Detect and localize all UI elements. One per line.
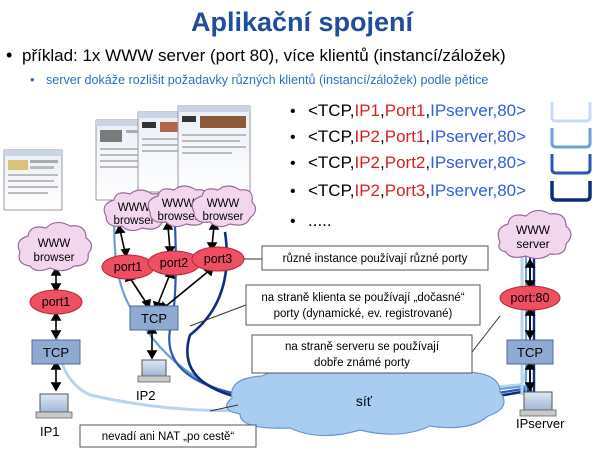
port-1: port1: [101, 254, 155, 280]
port-1-label: port1: [114, 260, 143, 274]
tuple-1-part-2: IP1: [354, 101, 380, 120]
callout-instances: různé instance používají různé porty: [244, 245, 489, 271]
browser-screenshots: [3, 105, 251, 211]
tuple-ellipsis: .....: [308, 211, 332, 230]
callout-server-line1: na straně serveru se používají: [285, 341, 440, 353]
tuple-bullet-4: •: [290, 183, 296, 200]
tuple-4-part-7: ,80>: [492, 181, 526, 200]
tuple-3-part-1: <TCP,: [308, 153, 354, 172]
tuple-4-part-5: ,: [425, 181, 430, 200]
tuple-1-part-4: Port1: [385, 101, 426, 120]
callout-server-line2: dobře známé porty: [314, 357, 410, 369]
tcp-box-ip1: TCP: [31, 339, 81, 365]
tuple-2-part-1: <TCP,: [308, 127, 354, 146]
port-left: port1: [29, 289, 83, 315]
computer-icon-server: [519, 391, 557, 417]
tuple-4-part-4: Port3: [385, 181, 426, 200]
host-label-ip2: IP2: [136, 388, 156, 403]
line-swatch-2: [550, 128, 592, 149]
tcp-box-server-label: TCP: [517, 345, 543, 360]
tuple-1-part-3: ,: [380, 101, 385, 120]
tuple-4-part-1: <TCP,: [308, 181, 354, 200]
callout-instances-text: různé instance používají různé porty: [283, 253, 468, 265]
cloud-server-line1: WWW: [516, 223, 551, 237]
tuple-4-part-2: IP2: [354, 181, 380, 200]
tuple-1-part-1: <TCP,: [308, 101, 354, 120]
tuple-row-3: <TCP,IP2,Port2,IPserver,80>: [308, 153, 526, 172]
tuple-bullet-2: •: [290, 129, 296, 146]
tuple-2-part-5: ,: [425, 127, 430, 146]
tuple-3-part-3: ,: [380, 153, 385, 172]
computer-icon-ip1: [35, 393, 73, 419]
tuple-3-part-2: IP2: [354, 153, 380, 172]
tuple-row-4: <TCP,IP2,Port3,IPserver,80>: [308, 181, 526, 200]
bullet-2-text: server dokáže rozlišit požadavky různých…: [46, 73, 488, 87]
bullet-dot-1: •: [6, 45, 12, 65]
bullet-dot-2: •: [30, 72, 35, 87]
tcp-box-ip2-label: TCP: [141, 311, 167, 326]
line-swatch-3: [550, 154, 592, 175]
port-3-label: port3: [204, 252, 233, 266]
tuple-bullet-5: •: [290, 213, 296, 230]
tuple-4-part-3: ,: [380, 181, 385, 200]
tuple-4-part-6: IPserver: [430, 181, 494, 200]
callout-client: na straně klienta se používají „dočasné“…: [189, 284, 481, 327]
tcp-box-server: TCP: [506, 339, 554, 365]
port-2: port2: [147, 250, 201, 276]
bullet-1-text: příklad: 1x WWW server (port 80), více k…: [22, 46, 506, 65]
callout-client-line1: na straně klienta se používají „dočasné“: [261, 292, 464, 304]
tuple-2-part-2: IP2: [354, 127, 380, 146]
cloud-browser-1-line1: WWW: [118, 202, 151, 214]
tcp-box-ip1-label: TCP: [43, 345, 69, 360]
tuple-bullet-3: •: [290, 155, 296, 172]
port-2-label: port2: [160, 256, 189, 270]
screenshot-3: [177, 105, 251, 193]
tuple-3-part-4: Port2: [385, 153, 426, 172]
screenshot-left: [3, 149, 63, 211]
tuple-3-part-7: ,80>: [492, 153, 526, 172]
computer-icon-ip2: [137, 359, 171, 383]
line-swatch-4: [550, 181, 592, 202]
port-server: port:80: [499, 285, 561, 311]
tuple-3-part-5: ,: [425, 153, 430, 172]
tuple-3-part-6: IPserver: [430, 153, 494, 172]
tuple-row-1: <TCP,IP1,Port1,IPserver,80>: [308, 101, 526, 120]
port-3: port3: [191, 246, 245, 272]
cloud-browser-3-line2: browser: [203, 211, 244, 223]
slide-title: Aplikační spojení: [191, 7, 415, 37]
callout-server: na straně serveru se používají dobře zná…: [251, 315, 501, 374]
cloud-browser-2-line2: browser: [158, 211, 199, 223]
callout-client-line2: porty (dynamické, ev. registrované): [274, 308, 453, 320]
host-label-ipserver: IPserver: [516, 416, 565, 431]
tcp-box-ip2: TCP: [129, 305, 179, 331]
tuple-row-2: <TCP,IP2,Port1,IPserver,80>: [308, 127, 526, 146]
tuple-list: • <TCP,IP1,Port1,IPserver,80> • <TCP,IP2…: [290, 101, 592, 230]
network-label: síť: [356, 393, 373, 409]
port-server-label: port:80: [511, 291, 550, 305]
cloud-browser-left-line1: WWW: [38, 238, 71, 250]
line-swatch-1: [550, 102, 592, 123]
tuple-2-part-7: ,80>: [492, 127, 526, 146]
cloud-browser-left: WWW browser: [17, 221, 93, 272]
tuple-1-part-7: ,80>: [492, 101, 526, 120]
cloud-browser-1-line2: browser: [114, 215, 155, 227]
cloud-server: WWW server: [497, 209, 572, 260]
tuple-bullet-1: •: [290, 103, 296, 120]
tuple-2-part-3: ,: [380, 127, 385, 146]
cloud-server-line2: server: [516, 237, 549, 251]
port-left-label: port1: [42, 295, 71, 309]
tuple-2-part-6: IPserver: [430, 127, 494, 146]
cloud-browser-3: WWW browser: [191, 185, 257, 228]
callout-nat: nevadí ani NAT „po cestě“: [79, 404, 257, 448]
cloud-browser-3-line1: WWW: [207, 198, 240, 210]
host-label-ip1: IP1: [40, 424, 60, 439]
tuple-2-part-4: Port1: [385, 127, 426, 146]
callout-nat-text: nevadí ani NAT „po cestě“: [102, 431, 235, 443]
cloud-browser-2-line1: WWW: [162, 198, 195, 210]
tuple-1-part-5: ,: [425, 101, 430, 120]
tuple-1-part-6: IPserver: [430, 101, 494, 120]
cloud-browser-left-line2: browser: [34, 252, 75, 264]
